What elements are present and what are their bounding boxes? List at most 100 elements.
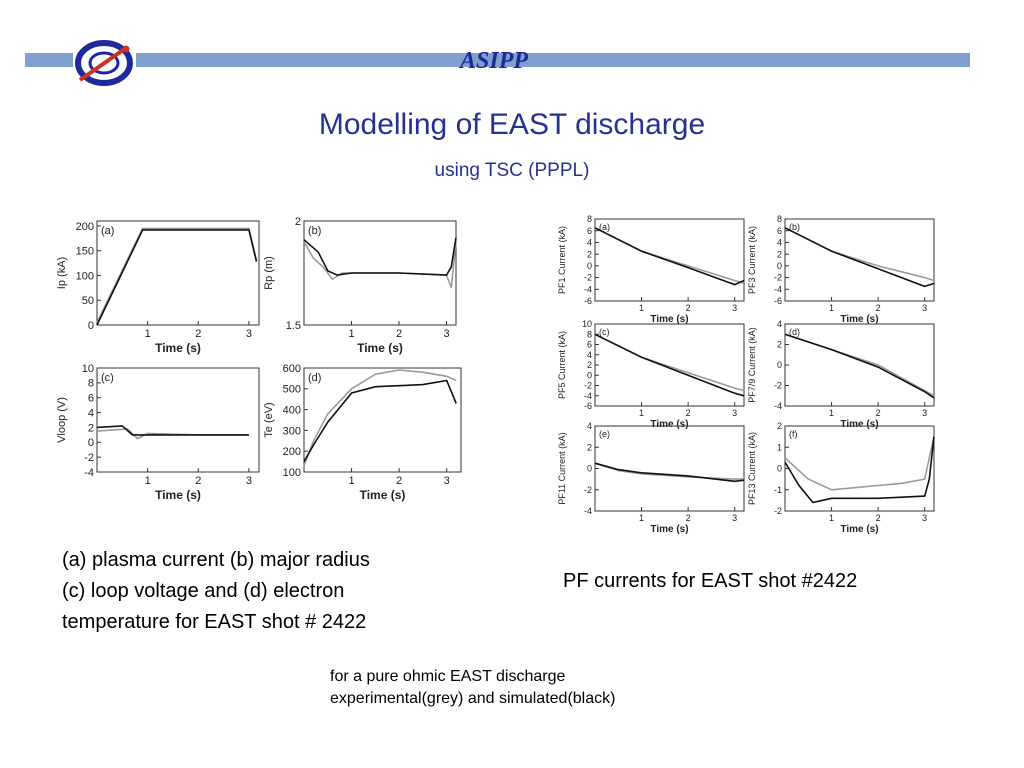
y-tick-label: 200 <box>283 446 301 458</box>
y-tick-label: 200 <box>76 221 94 233</box>
y-tick-label: 300 <box>283 425 301 437</box>
series-line-experimental <box>303 369 457 467</box>
y-tick-label: -2 <box>584 485 592 495</box>
y-axis-label: PF11 Current (kA) <box>557 432 567 504</box>
series-line-experimental <box>594 227 745 285</box>
panel-label: (c) <box>101 372 114 384</box>
y-tick-label: 400 <box>283 404 301 416</box>
y-tick-label: -2 <box>774 381 782 391</box>
panel-label: (e) <box>599 429 610 439</box>
y-tick-label: -1 <box>774 485 782 495</box>
x-tick-label: 1 <box>145 328 151 340</box>
caption-left: (a) plasma current (b) major radius (c) … <box>62 545 482 638</box>
y-tick-label: -6 <box>584 401 592 411</box>
x-axis-label: Time (s) <box>840 419 878 430</box>
plot-frame <box>594 218 745 302</box>
y-axis-label: PF3 Current (kA) <box>747 226 757 294</box>
y-tick-label: 0 <box>777 464 782 474</box>
footnote-line: experimental(grey) and simulated(black) <box>330 690 616 707</box>
x-tick-label: 3 <box>732 513 737 523</box>
slide-subtitle: using TSC (PPPL) <box>434 160 590 181</box>
series-line-experimental <box>303 241 457 288</box>
y-tick-label: 0 <box>587 464 592 474</box>
panel-label: (a) <box>599 222 610 232</box>
x-tick-label: 1 <box>829 513 834 523</box>
panel-label: (a) <box>101 225 114 237</box>
plot-frame <box>784 218 935 302</box>
y-tick-label: 2 <box>777 340 782 350</box>
x-tick-label: 3 <box>922 513 927 523</box>
y-tick-label: 2 <box>587 249 592 259</box>
y-tick-label: 10 <box>582 319 592 329</box>
x-tick-label: 2 <box>686 513 691 523</box>
y-tick-label: 4 <box>587 421 592 431</box>
series-line-experimental <box>784 333 935 397</box>
x-axis-label: Time (s) <box>155 341 201 355</box>
series-line-simulated <box>96 425 249 436</box>
x-tick-label: 2 <box>876 408 881 418</box>
y-tick-label: 0 <box>587 261 592 271</box>
x-tick-label: 2 <box>195 475 201 487</box>
x-axis-label: Time (s) <box>840 524 878 535</box>
y-tick-label: 2 <box>777 421 782 431</box>
x-tick-label: 1 <box>829 408 834 418</box>
panel-label: (b) <box>789 222 800 232</box>
y-tick-label: 50 <box>82 295 94 307</box>
y-axis-label: PF13 Current (kA) <box>747 432 757 505</box>
y-tick-label: 8 <box>777 214 782 224</box>
plot-frame <box>96 220 260 326</box>
plot-frame <box>594 323 745 407</box>
series-line-simulated <box>303 379 457 462</box>
y-tick-label: 0 <box>587 370 592 380</box>
y-axis-label: Rp (m) <box>263 256 275 290</box>
y-tick-label: 6 <box>587 340 592 350</box>
y-axis-label: PF1 Current (kA) <box>557 226 567 294</box>
y-tick-label: 4 <box>587 238 592 248</box>
slide-title: Modelling of EAST discharge <box>318 108 706 141</box>
series-line-experimental <box>594 333 745 392</box>
y-tick-label: -4 <box>584 284 592 294</box>
y-tick-label: 2 <box>295 216 301 228</box>
x-tick-label: 2 <box>876 513 881 523</box>
plot-frame <box>303 220 457 326</box>
y-tick-label: 4 <box>587 350 592 360</box>
y-axis-label: Te (eV) <box>263 402 275 437</box>
x-tick-label: 2 <box>195 328 201 340</box>
x-tick-label: 3 <box>246 328 252 340</box>
y-tick-label: 0 <box>777 360 782 370</box>
y-tick-label: -2 <box>774 273 782 283</box>
y-tick-label: 0 <box>88 437 94 449</box>
series-line-simulated <box>784 436 935 504</box>
y-tick-label: 1.5 <box>286 320 301 332</box>
x-tick-label: 3 <box>732 303 737 313</box>
y-axis-label: Ip (kA) <box>56 257 68 289</box>
y-tick-label: -2 <box>584 273 592 283</box>
org-name: ASIPP <box>460 48 529 74</box>
y-tick-label: 2 <box>587 360 592 370</box>
series-line-simulated <box>303 237 457 276</box>
x-tick-label: 1 <box>639 513 644 523</box>
y-tick-label: -2 <box>84 452 94 464</box>
y-tick-label: -4 <box>774 401 782 411</box>
y-tick-label: -6 <box>584 296 592 306</box>
x-axis-label: Time (s) <box>155 488 201 502</box>
panel-label: (d) <box>308 372 321 384</box>
y-tick-label: 6 <box>587 226 592 236</box>
y-tick-label: 10 <box>82 363 94 375</box>
panel-label: (c) <box>599 327 610 337</box>
y-tick-label: -4 <box>584 391 592 401</box>
y-tick-label: -4 <box>84 467 94 479</box>
y-tick-label: 2 <box>88 422 94 434</box>
x-tick-label: 2 <box>686 408 691 418</box>
series-line-simulated <box>594 227 745 286</box>
x-tick-label: 1 <box>145 475 151 487</box>
x-tick-label: 1 <box>639 408 644 418</box>
x-tick-label: 1 <box>829 303 834 313</box>
y-tick-label: 100 <box>283 467 301 479</box>
